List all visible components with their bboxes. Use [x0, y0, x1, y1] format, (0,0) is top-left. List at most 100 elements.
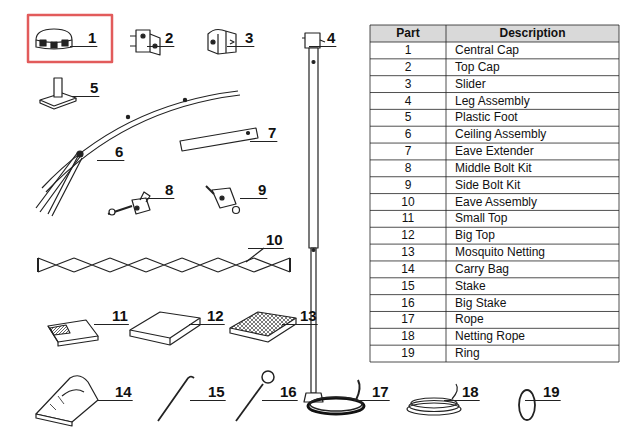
callout-underline	[309, 46, 336, 47]
eave-strut	[218, 258, 254, 272]
table-cell: 2	[370, 59, 446, 76]
stake	[158, 377, 194, 421]
table-cell: 19	[370, 345, 446, 362]
table-cell: 6	[370, 126, 446, 143]
table-header-fill	[370, 25, 619, 42]
callout-underline	[94, 324, 129, 325]
table-rule	[370, 193, 619, 194]
callout-number: 7	[268, 125, 276, 141]
callout-number: 9	[258, 182, 266, 198]
side-bolt-kit	[206, 186, 240, 214]
callout-number: 16	[280, 384, 297, 400]
table-header: Part	[370, 25, 446, 42]
callout-number: 2	[165, 30, 173, 46]
table-cell: 10	[370, 194, 446, 211]
callout-underline	[97, 160, 124, 161]
top-cap	[130, 30, 160, 55]
table-grid	[370, 25, 619, 362]
table-cell: Stake	[446, 278, 619, 295]
callout-underline	[282, 324, 318, 325]
table-cell: Rope	[446, 311, 619, 328]
callout-underline	[444, 400, 480, 401]
table-rule	[370, 328, 619, 329]
callout-underline	[262, 400, 298, 401]
table-rule	[370, 126, 619, 127]
callout-number: 19	[543, 384, 560, 400]
eave-strut	[254, 258, 290, 272]
table-rule	[370, 25, 371, 362]
ring	[519, 390, 535, 420]
carry-bag	[36, 376, 98, 426]
callout-underline	[240, 198, 267, 199]
table-cell: Slider	[446, 76, 619, 93]
callout-underline	[72, 96, 99, 97]
table-cell: 8	[370, 160, 446, 177]
callout-number: 5	[90, 80, 98, 96]
table-rule	[370, 294, 619, 295]
big-stake	[236, 371, 274, 421]
callout-number: 11	[112, 308, 128, 324]
table-rule	[370, 25, 619, 26]
table-cell: Side Bolt Kit	[446, 177, 619, 194]
table-cell: Big Top	[446, 227, 619, 244]
table-cell: Small Top	[446, 210, 619, 227]
table-cell: Big Stake	[446, 295, 619, 312]
callout-underline	[250, 141, 277, 142]
table-cell: 4	[370, 93, 446, 110]
table-cell: 5	[370, 109, 446, 126]
table-cell: 15	[370, 278, 446, 295]
callout-underline	[189, 324, 225, 325]
callout-number: 13	[300, 308, 317, 324]
table-rule	[370, 260, 619, 261]
callout-underline	[97, 400, 133, 401]
table-cell: 9	[370, 177, 446, 194]
callout-number: 6	[115, 144, 123, 160]
leg-assembly	[302, 33, 325, 402]
table-cell: Eave Extender	[446, 143, 619, 160]
callout-underline	[70, 46, 97, 47]
callout-underline	[190, 400, 226, 401]
table-cell: Carry Bag	[446, 261, 619, 278]
eave-strut	[182, 258, 218, 272]
eave-strut	[38, 258, 74, 272]
callout-number: 18	[462, 384, 479, 400]
table-cell: Netting Rope	[446, 328, 619, 345]
callout-underline	[227, 46, 254, 47]
table-cell: 16	[370, 295, 446, 312]
table-cell: Mosquito Netting	[446, 244, 619, 261]
callout-number: 14	[115, 384, 132, 400]
table-cell: 17	[370, 311, 446, 328]
callout-number: 17	[372, 384, 389, 400]
table-rule	[370, 311, 619, 312]
callout-underline	[354, 400, 390, 401]
callout-underline	[248, 248, 284, 249]
table-cell: 18	[370, 328, 446, 345]
table-cell: Central Cap	[446, 42, 619, 59]
table-cell: Eave Assembly	[446, 194, 619, 211]
callout-underline	[147, 46, 174, 47]
table-header: Description	[446, 25, 619, 42]
middle-bolt-kit	[108, 192, 150, 215]
callout-number: 8	[165, 182, 173, 198]
table-rule	[370, 75, 619, 76]
callout-number: 12	[207, 308, 224, 324]
rope	[308, 380, 364, 414]
netting-rope	[407, 384, 461, 415]
slider	[208, 30, 236, 55]
callout-number: 10	[266, 232, 283, 248]
ceiling-assembly	[36, 91, 240, 216]
table-cell: 13	[370, 244, 446, 261]
small-top	[48, 320, 98, 346]
table-rule	[370, 176, 619, 177]
table-rule	[370, 362, 619, 363]
callout-number: 1	[88, 30, 96, 46]
table-cell: Middle Bolt Kit	[446, 160, 619, 177]
table-rule	[370, 42, 619, 43]
table-cell: 1	[370, 42, 446, 59]
table-rule	[370, 210, 619, 211]
table-cell: Ring	[446, 345, 619, 362]
table-cell: 12	[370, 227, 446, 244]
table-cell: Plastic Foot	[446, 109, 619, 126]
